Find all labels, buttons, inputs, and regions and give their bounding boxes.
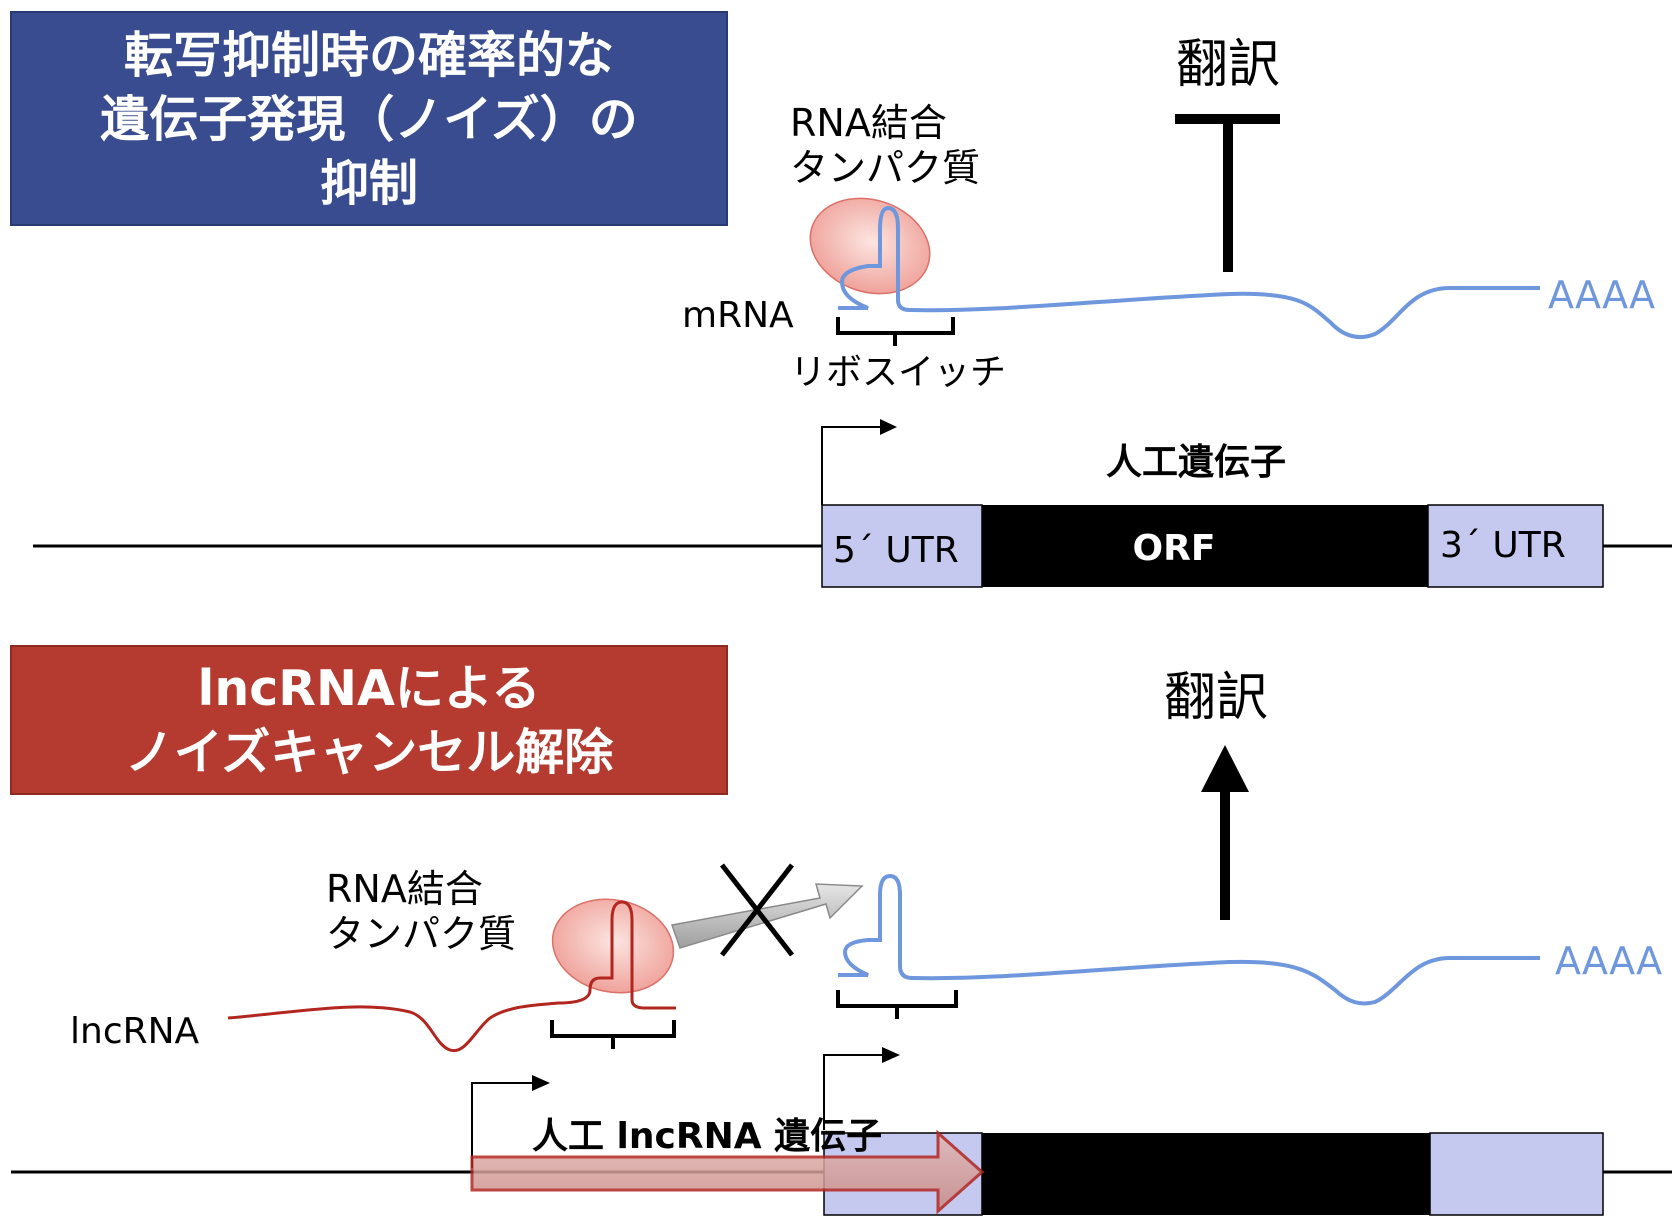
lncrna-promoter-arrowhead [532,1075,550,1091]
bottom-polya-label: AAAA [1555,939,1662,983]
bottom-promoter-arrowhead [882,1047,900,1063]
lncrna-strand [227,900,676,1053]
bottom-title-line-2: ノイズキャンセル解除 [125,724,615,781]
top-orf-label: ORF [1133,528,1216,569]
top-promoter-line [821,426,880,505]
top-title-line-3: 抑制 [320,155,418,212]
top-promoter-arrowhead [880,419,897,435]
bottom-rbp-label-line-2: タンパク質 [326,912,516,956]
top-utr5-box [821,504,983,588]
top-title-box [10,11,728,226]
block-x-stroke-2 [720,863,794,957]
lncrna-gene-arrow [470,1129,985,1215]
top-panel: 転写抑制時の確率的な 遺伝子発現（ノイズ）の 抑制 翻訳 RNA結合 タンパク質… [10,11,1672,588]
lncrna-gene-label: 人工 lncRNA 遺伝子 [532,1116,882,1157]
lncrna-bracket [550,1020,676,1049]
mrna-strand [838,205,1540,340]
bottom-translation-label: 翻訳 [1164,668,1268,728]
top-rna-binding-protein [809,197,931,295]
top-title-line-2: 遺伝子発現（ノイズ）の [100,91,638,148]
bottom-riboswitch-bracket [836,990,958,1019]
top-utr3-label: 3´ UTR [1440,525,1566,566]
mrna-label: mRNA [682,295,794,336]
lncrna-promoter-line [471,1082,532,1168]
top-orf-box [982,505,1428,587]
top-polya-label: AAAA [1548,273,1655,317]
activation-arrowhead [1201,745,1249,792]
riboswitch-bracket [836,317,955,346]
bottom-promoter-line [823,1054,882,1130]
top-title-line-1: 転写抑制時の確率的な [124,27,614,84]
top-rbp-label-line-2: タンパク質 [790,146,980,190]
lncrna-label: lncRNA [70,1011,200,1052]
top-rbp-label-line-1: RNA結合 [790,101,947,145]
top-utr5-label: 5´ UTR [833,530,959,571]
riboswitch-label: リボスイッチ [790,352,1006,393]
bottom-panel: lncRNAによる ノイズキャンセル解除 翻訳 RNA結合 タンパク質 lncR… [10,645,1672,1216]
bottom-mrna-strand [838,873,1540,1006]
top-gene-label: 人工遺伝子 [1106,442,1286,483]
top-translation-label: 翻訳 [1176,35,1280,95]
bottom-orf-box [982,1133,1430,1215]
bottom-utr3-box [1429,1132,1604,1216]
bottom-rbp-label-line-1: RNA結合 [326,867,483,911]
bottom-title-line-1: lncRNAによる [198,660,541,717]
top-utr3-box [1427,504,1604,588]
blocked-gray-arrow [671,883,864,949]
bottom-title-box [10,645,728,795]
